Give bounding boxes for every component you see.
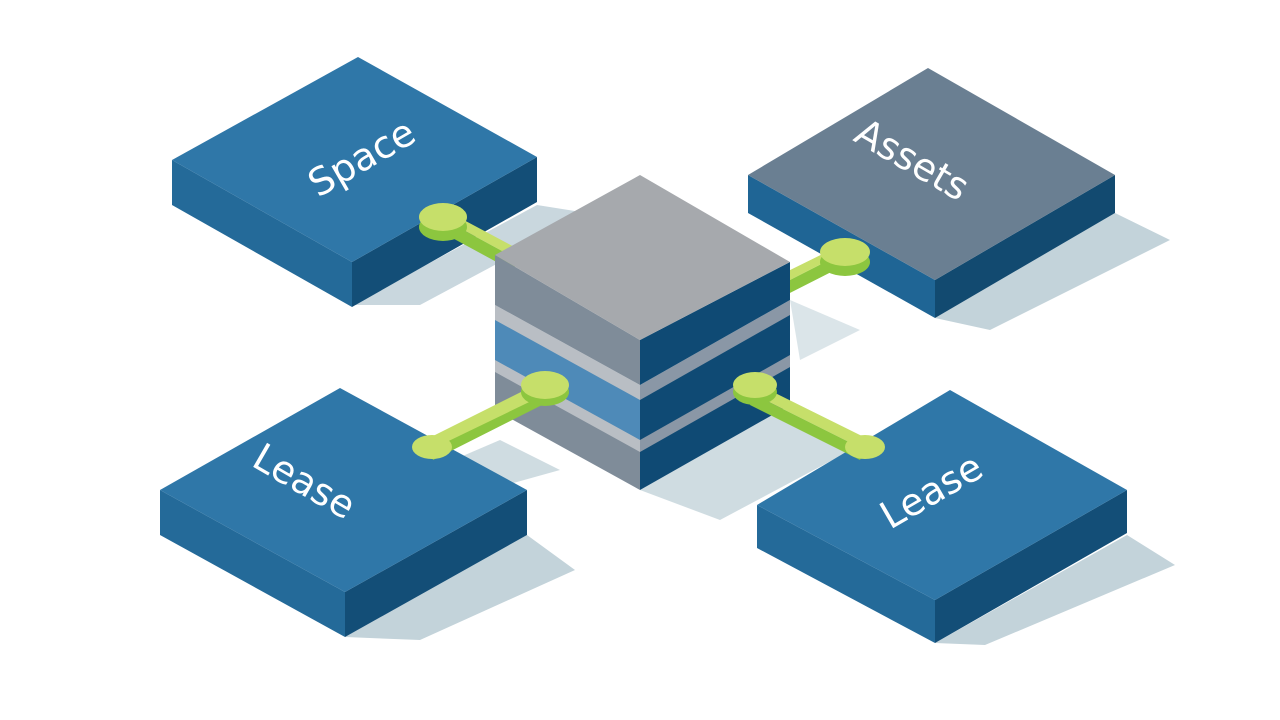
tile-lease-left-side-right — [345, 490, 527, 637]
tile-space: Space — [172, 57, 537, 307]
cube-layer-middle-right — [640, 313, 790, 440]
tile-lease-left-side-left — [160, 490, 345, 637]
tile-lease-right-top — [757, 390, 1127, 600]
tile-space-top — [172, 57, 537, 262]
connector-space — [419, 203, 520, 272]
cube-layer-middle-left — [495, 318, 640, 440]
cube-layer-top-right — [640, 262, 790, 385]
connector-assets — [780, 238, 870, 298]
connector-lease-right — [733, 372, 885, 460]
tile-lease-right: Lease — [757, 390, 1127, 643]
tile-lease-right-side-left — [757, 505, 935, 643]
connector-lease-left — [412, 371, 569, 460]
central-database-cube — [495, 175, 790, 490]
tile-assets-top — [748, 68, 1115, 280]
tile-lease-left-top — [160, 388, 527, 592]
tile-assets-side-right — [935, 175, 1115, 318]
tile-lease-right-side-right — [935, 490, 1127, 643]
tile-space-side-left — [172, 160, 352, 307]
tile-lease-left: Lease — [160, 388, 527, 637]
cube-top-face — [495, 175, 790, 340]
cube-layer-top-left — [495, 255, 640, 385]
